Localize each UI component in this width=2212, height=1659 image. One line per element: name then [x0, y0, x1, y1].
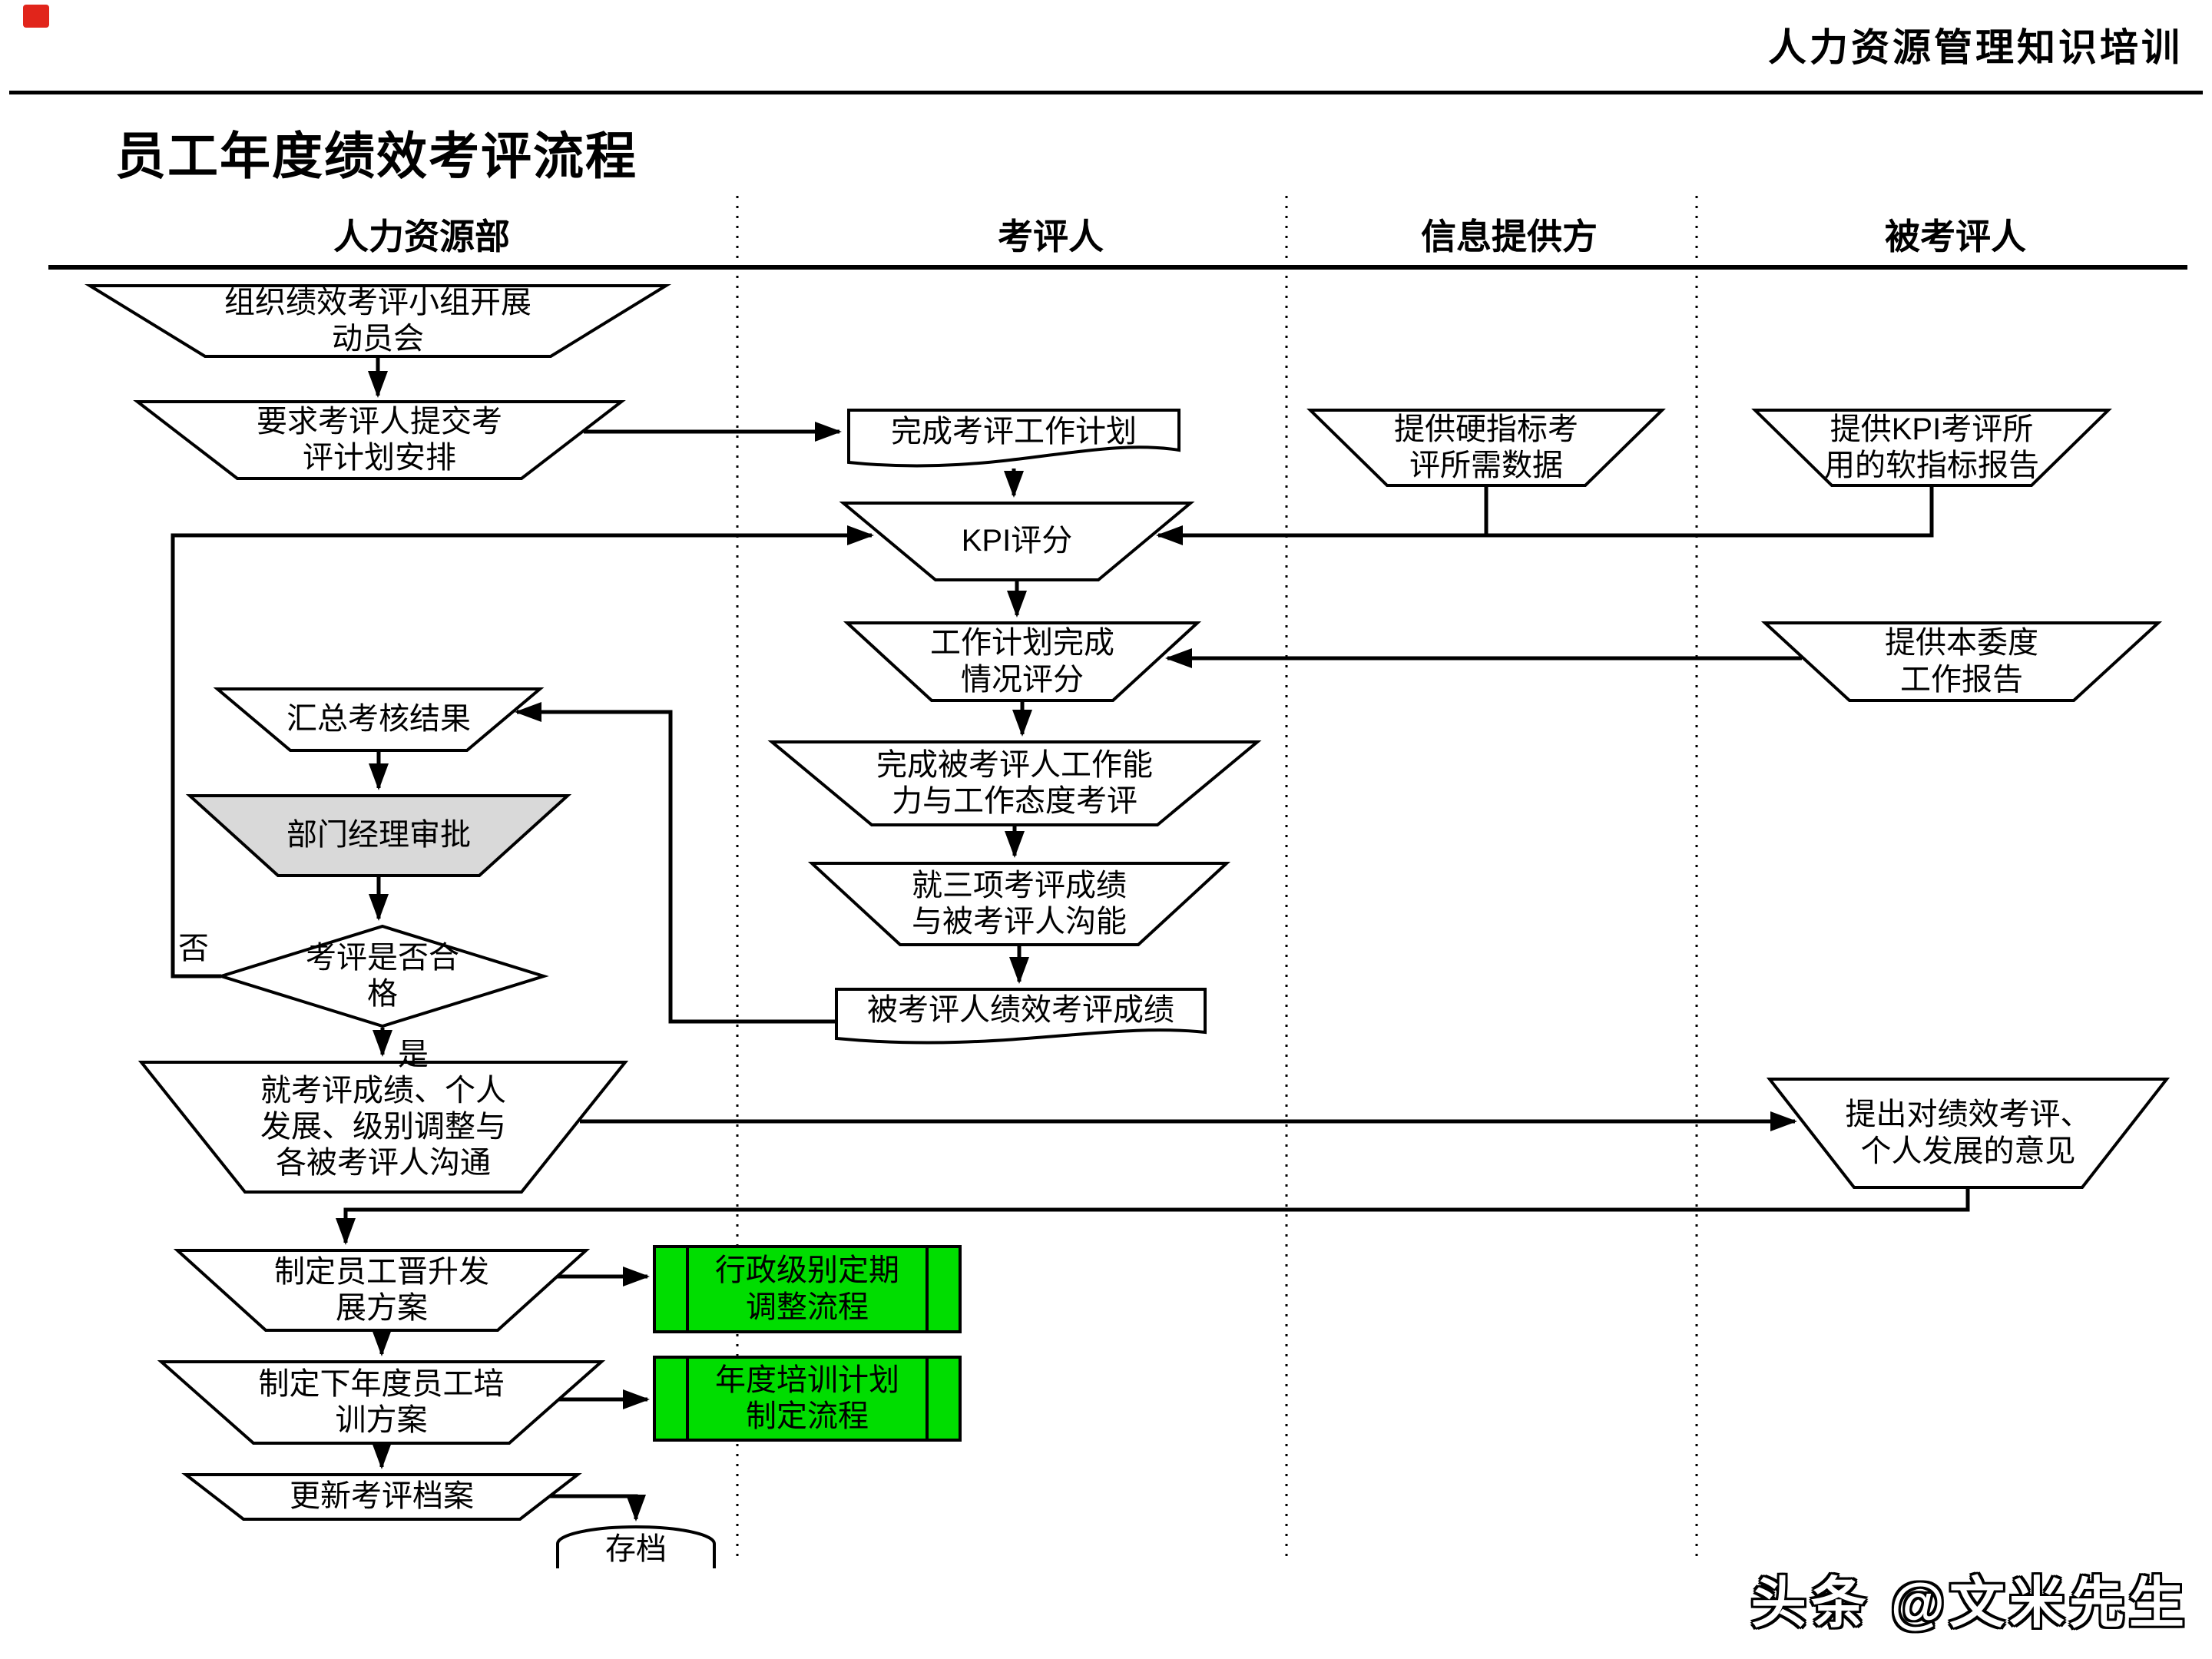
- node-label-n4: KPI评分: [961, 524, 1073, 558]
- node-shape-n11-diamond: [216, 924, 549, 1028]
- decision-label-yes: 是: [398, 1038, 429, 1071]
- lane-header-appraisee: 被考评人: [1885, 217, 2026, 257]
- node-shape-n13: [1766, 1078, 2171, 1189]
- decision-label-no: 否: [178, 932, 209, 965]
- node-label-n15: 制定下年度员工培 训方案: [258, 1366, 505, 1437]
- node-shape-n17-cylinder: [556, 1525, 716, 1568]
- node-label-n8: 被考评人绩效考评成绩: [867, 993, 1174, 1028]
- header-right-text: 人力资源管理知识培训: [1768, 26, 2183, 69]
- node-label-n1: 组织绩效考评小组开展 动员会: [224, 285, 531, 356]
- node-shape-n10: [185, 794, 572, 877]
- connector-update-to-archive: [550, 1494, 646, 1522]
- node-shape-n7: [807, 862, 1231, 946]
- lane-header-info-provider: 信息提供方: [1421, 217, 1598, 257]
- lane-header-hr: 人力资源部: [333, 217, 510, 257]
- node-label-n20: 提供本委度 工作报告: [1885, 626, 2038, 697]
- node-label-n13: 提出对绩效考评、 个人发展的意见: [1845, 1098, 2091, 1168]
- connectors: [171, 355, 1970, 1522]
- node-shape-n2: [133, 400, 626, 480]
- node-label-n3: 完成考评工作计划: [891, 415, 1137, 449]
- node-shape-n9: [213, 687, 545, 752]
- connector-score-to-summary: [515, 701, 836, 1024]
- watermark: 头条 @文米先生: [1750, 1573, 2189, 1634]
- node-label-n9: 汇总考核结果: [286, 702, 471, 737]
- connector-softreport-to-kpi: [1156, 487, 1934, 545]
- node-label-n10: 部门经理审批: [286, 818, 471, 853]
- node-label-g1: 行政级别定期 调整流程: [715, 1253, 899, 1324]
- connector-decision-no-loop: [171, 525, 874, 979]
- node-label-n12: 就考评成绩、个人 发展、级别调整与 各被考评人沟通: [260, 1073, 506, 1181]
- node-label-n16: 更新考评档案: [290, 1479, 474, 1514]
- node-shape-g1: [653, 1245, 962, 1333]
- node-shape-n16: [181, 1473, 582, 1521]
- node-shape-n12: [137, 1061, 629, 1194]
- node-shape-n20: [1760, 621, 2163, 702]
- node-label-n2: 要求考评人提交考 评计划安排: [257, 404, 502, 475]
- node-shape-n14: [173, 1249, 591, 1332]
- node-label-n14: 制定员工晋升发 展方案: [274, 1254, 489, 1325]
- lane-header-appraiser: 考评人: [998, 217, 1104, 257]
- node-label-n18: 提供硬指标考 评所需数据: [1394, 412, 1578, 482]
- node-label-n17: 存档: [605, 1532, 667, 1567]
- node-shape-n4: [839, 502, 1195, 581]
- lane-header-underline: [48, 265, 2187, 270]
- node-shape-n18: [1306, 409, 1666, 487]
- toutiao-logo-fragment: [23, 5, 49, 28]
- page-title: 员工年度绩效考评流程: [115, 127, 637, 184]
- node-shape-n6: [767, 740, 1262, 826]
- node-shape-n19: [1751, 409, 2112, 487]
- node-shape-n5: [843, 621, 1202, 702]
- node-label-n7: 就三项考评成绩 与被考评人沟能: [912, 868, 1127, 939]
- node-shape-n8-document: [835, 988, 1207, 1045]
- connector-opinion-to-promotion: [335, 1189, 1970, 1245]
- node-label-n5: 工作计划完成 情况评分: [930, 626, 1114, 697]
- node-label-n6: 完成被考评人工作能 力与工作态度考评: [876, 747, 1153, 818]
- node-label-n19: 提供KPI考评所 用的软指标报告: [1824, 412, 2039, 482]
- node-shape-n1: [84, 284, 672, 358]
- node-label-n11: 考评是否合格: [306, 940, 459, 1011]
- header-divider: [9, 91, 2203, 94]
- node-label-g2: 年度培训计划 制定流程: [715, 1363, 899, 1433]
- node-shape-n15: [157, 1360, 606, 1445]
- node-shape-g2: [653, 1356, 962, 1442]
- node-shape-n3-document: [847, 409, 1181, 468]
